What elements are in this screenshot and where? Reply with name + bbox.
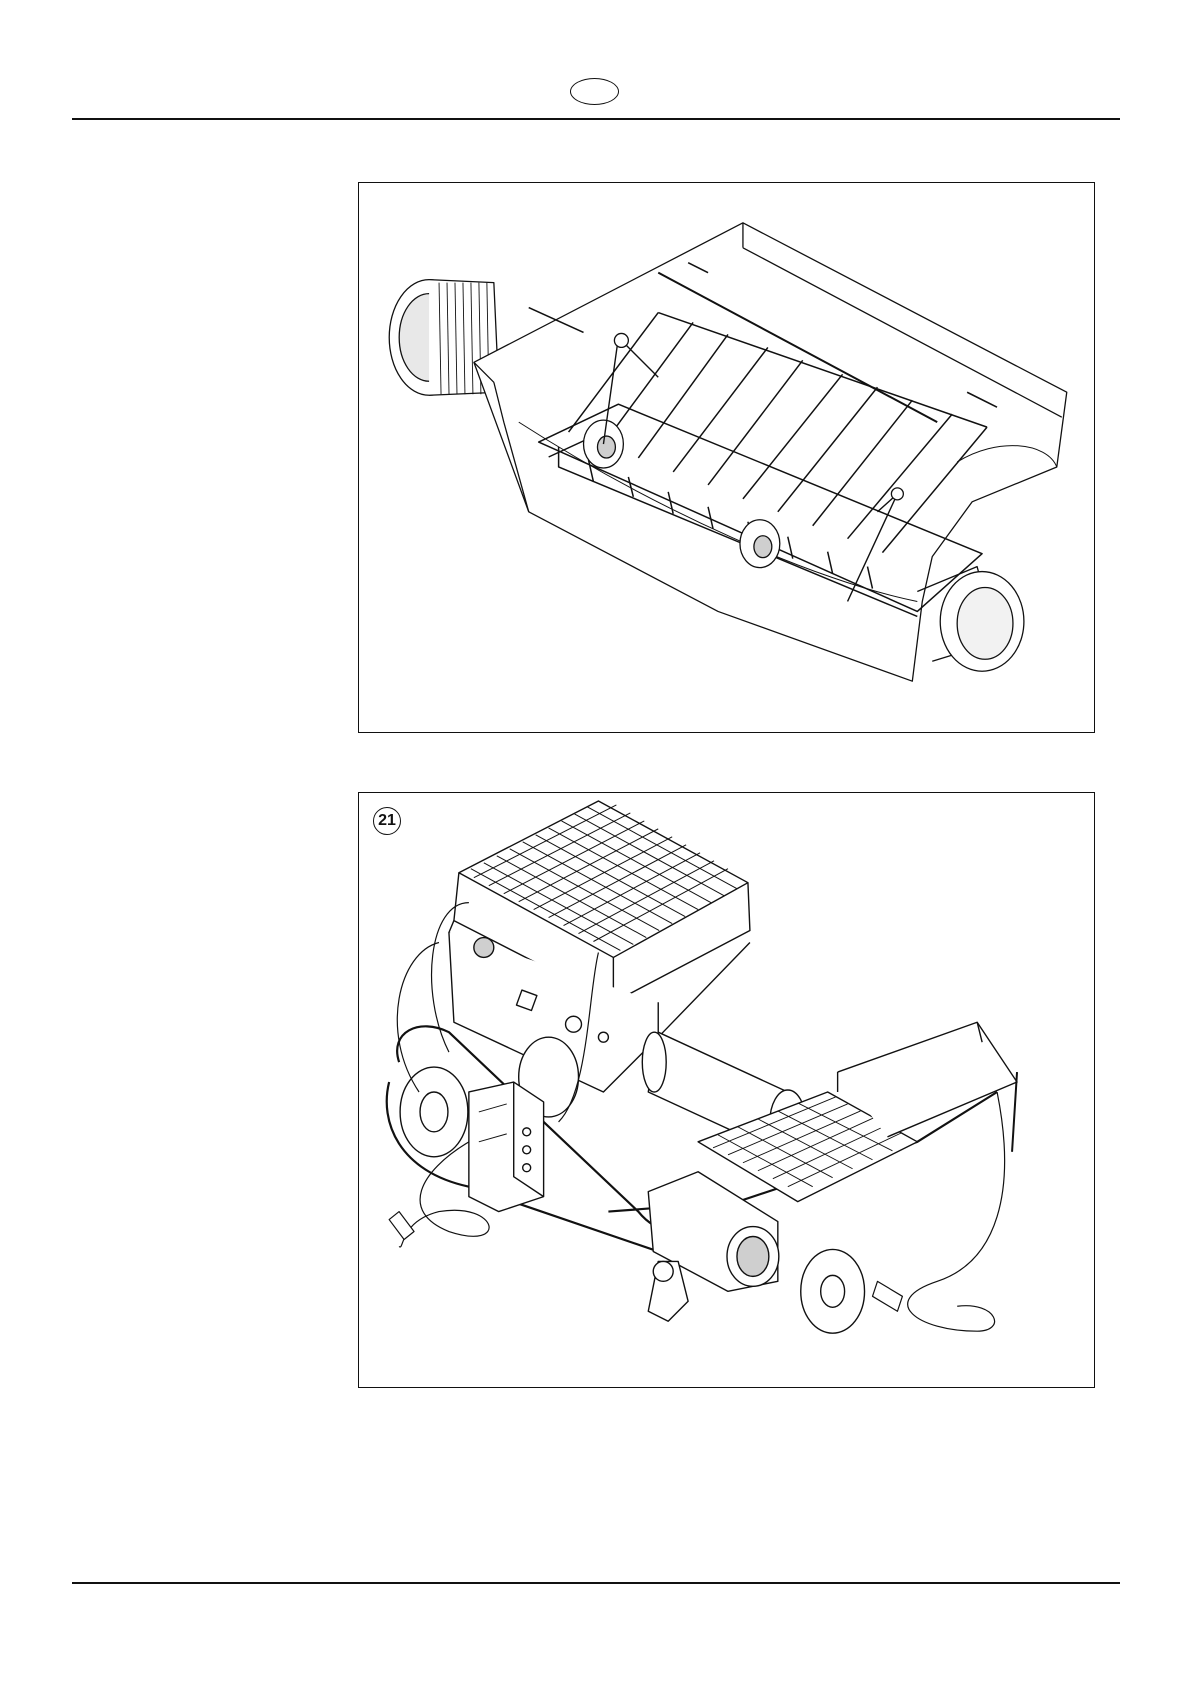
right-wheel [801,1249,865,1333]
figure-hopper-agitator [358,182,1095,733]
hopper-agitator-illustration [359,183,1094,732]
language-badge [570,78,619,105]
outlet-pipe [917,567,1024,672]
footer-rule [72,1582,1120,1584]
header-rule [72,118,1120,120]
machine-illustration [359,793,1094,1387]
switch-box [469,1082,544,1212]
pump-outlet [648,1261,688,1321]
figure-machine-assembly: 21 [358,792,1095,1388]
